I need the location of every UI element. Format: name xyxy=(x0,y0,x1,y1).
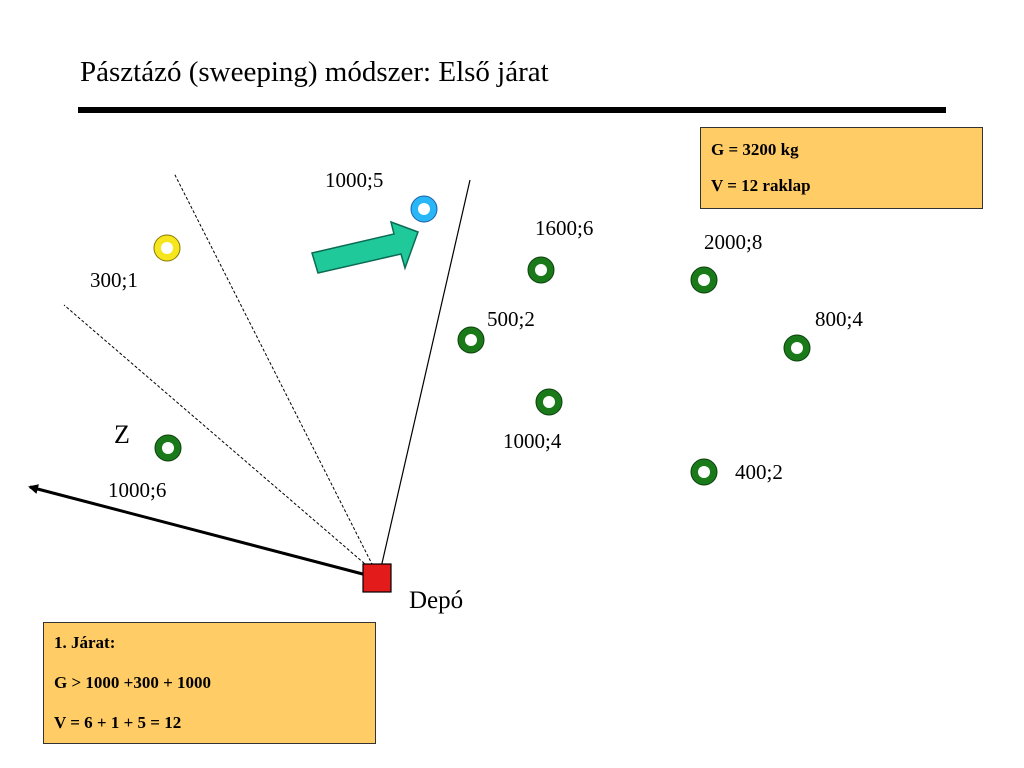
label-800-4: 800;4 xyxy=(815,307,863,331)
customer-node-1000-4 xyxy=(535,388,563,416)
label-2000-8: 2000;8 xyxy=(704,230,763,254)
route-weight: G > 1000 +300 + 1000 xyxy=(54,673,212,692)
depot-square xyxy=(362,563,392,593)
label-current: 1000;5 xyxy=(325,168,384,192)
label-1600-6: 1600;6 xyxy=(535,216,594,240)
customer-node-2000-8 xyxy=(690,266,718,294)
customer-node-500-2 xyxy=(457,326,485,354)
z-label: Z xyxy=(114,420,130,449)
route-summary-box: 1. Járat: G > 1000 +300 + 1000 V = 6 + 1… xyxy=(43,622,376,744)
title-underline xyxy=(78,107,946,113)
teal-block-arrow xyxy=(311,220,419,274)
label-selected: 300;1 xyxy=(90,268,138,292)
slide-title: Pásztázó (sweeping) módszer: Első járat xyxy=(80,56,549,88)
route-volume: V = 6 + 1 + 5 = 12 xyxy=(54,713,182,732)
customer-node-current xyxy=(410,195,438,223)
route-title: 1. Járat: xyxy=(54,633,116,652)
label-400-2: 400;2 xyxy=(735,460,783,484)
capacity-box: G = 3200 kg V = 12 raklap xyxy=(700,127,983,209)
capacity-volume: V = 12 raklap xyxy=(711,176,811,195)
sweep-line-dashed-2 xyxy=(173,172,376,571)
label-500-2: 500;2 xyxy=(487,307,535,331)
sweep-line-solid xyxy=(379,179,471,573)
customer-node-800-4 xyxy=(783,334,811,362)
sweep-start-arrow xyxy=(28,484,379,580)
label-1000-4: 1000;4 xyxy=(503,429,562,453)
depot-label: Depó xyxy=(409,587,464,614)
customer-node-start xyxy=(154,434,182,462)
label-start: 1000;6 xyxy=(108,478,167,502)
customer-node-selected xyxy=(153,234,181,262)
capacity-weight: G = 3200 kg xyxy=(711,140,799,159)
customer-node-1600-6 xyxy=(527,256,555,284)
sweep-line-dashed-1 xyxy=(63,304,373,571)
customer-node-400-2 xyxy=(690,458,718,486)
